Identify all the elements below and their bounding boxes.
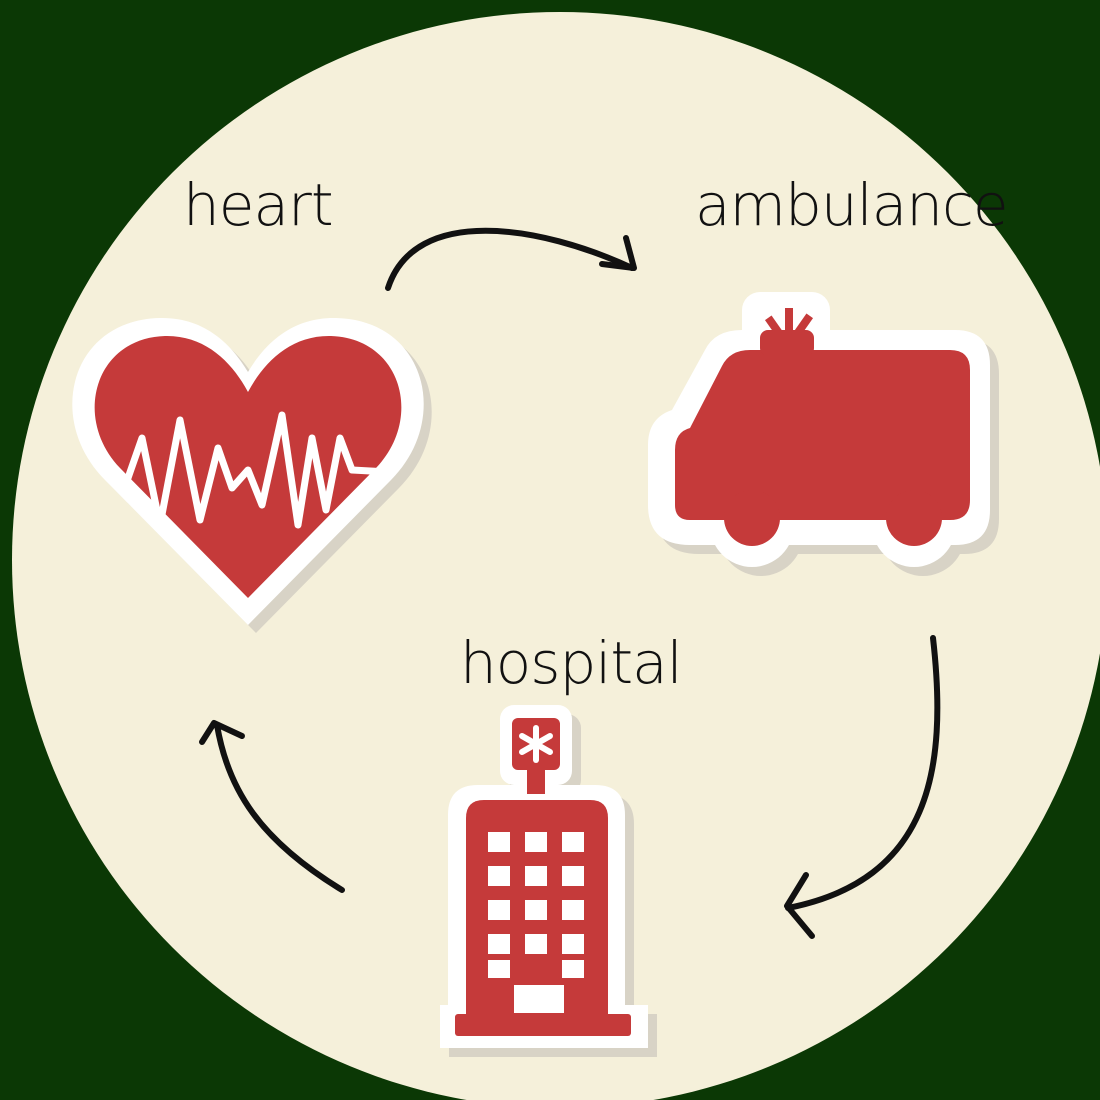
arrow-heart-to-ambulance [385,227,637,291]
window-grid [488,832,584,978]
label-ambulance: ambulance [695,171,1008,239]
heart-icon [72,317,432,633]
medical-star-icon [519,725,553,763]
arrow-hospital-to-heart [199,720,345,893]
label-hospital: hospital [460,629,682,697]
ambulance-icon [648,292,999,576]
arrow-ambulance-to-hospital [784,635,941,939]
pulse-line-icon [108,411,392,529]
hospital-icon [440,705,657,1057]
label-heart: heart [183,171,333,239]
background-circle [12,12,1100,1100]
hospital-door [514,985,564,1013]
